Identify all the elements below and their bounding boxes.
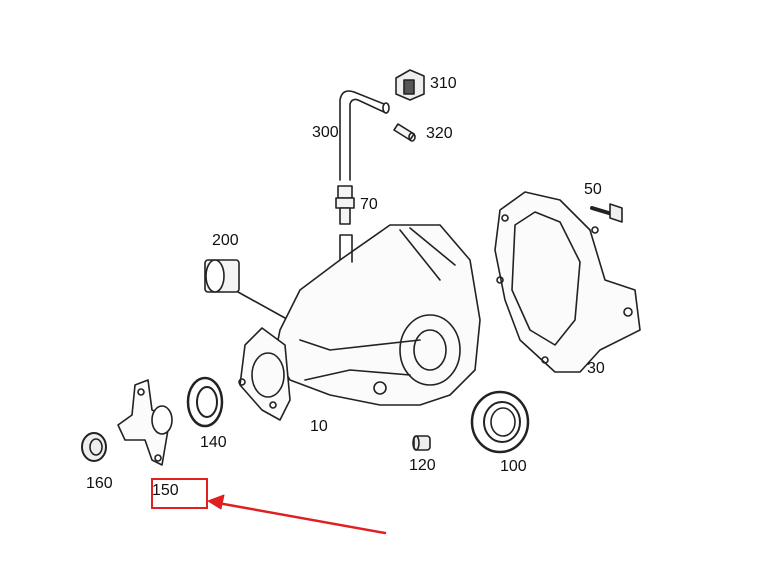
part-label-310: 310 (430, 75, 457, 92)
part-label-200: 200 (212, 232, 239, 249)
part-30-cover (494, 191, 641, 373)
part-label-150: 150 (152, 482, 179, 499)
part-label-140: 140 (200, 434, 227, 451)
highlight-box (151, 478, 208, 509)
part-label-70: 70 (360, 196, 378, 213)
part-label-120: 120 (409, 457, 436, 474)
part-160-nut (81, 432, 107, 462)
part-100-seal (470, 390, 530, 454)
part-label-100: 100 (500, 458, 527, 475)
part-140-seal (186, 376, 224, 428)
part-label-320: 320 (426, 125, 453, 142)
part-120-plug (412, 435, 431, 451)
part-200-bushing (204, 259, 286, 319)
part-label-30: 30 (587, 360, 605, 377)
part-320-pin (393, 123, 416, 142)
part-label-160: 160 (86, 475, 113, 492)
part-70-valve (335, 185, 355, 225)
part-label-10: 10 (310, 418, 328, 435)
part-10-housing (238, 224, 481, 421)
highlight-arrow (207, 494, 387, 535)
part-150-flange (117, 379, 173, 466)
part-310-clip (395, 69, 425, 101)
part-label-300: 300 (312, 124, 339, 141)
part-300-hose (339, 90, 390, 181)
part-label-50: 50 (584, 181, 602, 198)
part-50-bolt (590, 203, 623, 223)
